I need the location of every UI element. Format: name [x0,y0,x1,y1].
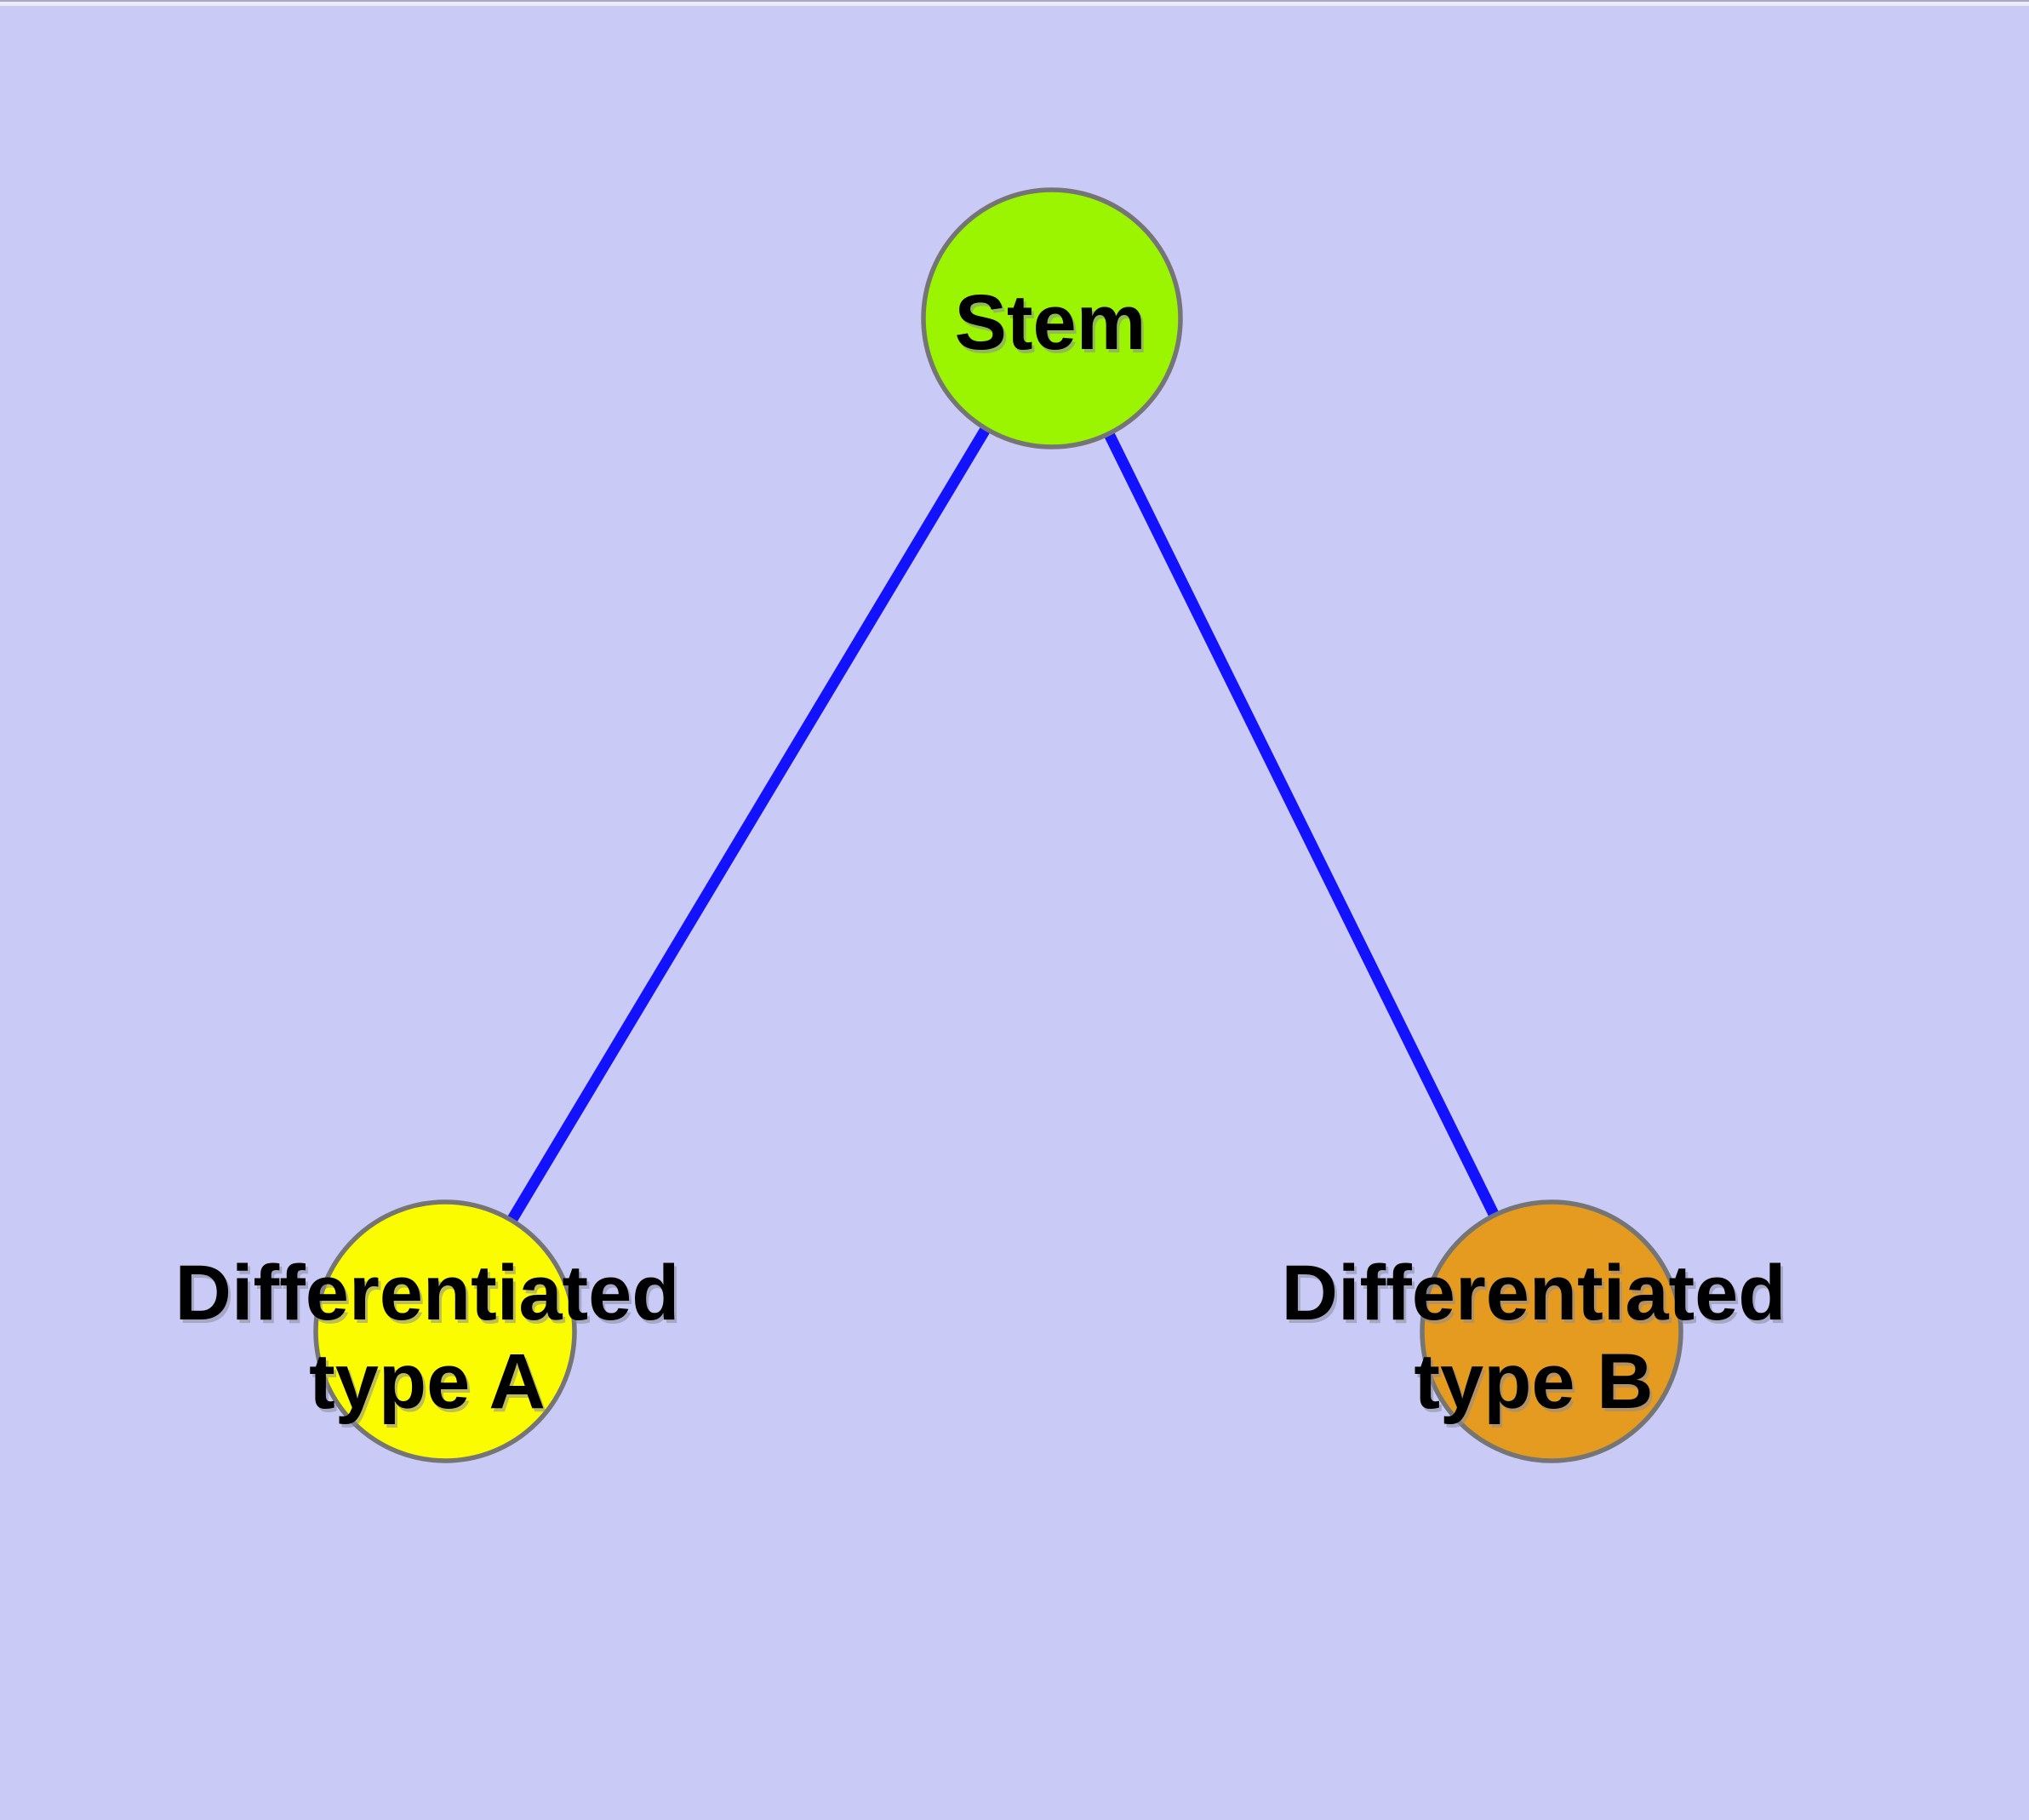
labels-layer: Stem Stem Differentiated Differentiated … [175,279,1789,1428]
node-type-b-label-line1: Differentiated [1282,1250,1786,1336]
nodes-layer [313,187,1683,1463]
node-stem-circle [921,187,1183,449]
node-type-a-label-shadow-line1: Differentiated [178,1253,683,1340]
node-type-b-label-shadow-line1: Differentiated [1284,1253,1789,1340]
top-edge-line [0,0,2029,2]
node-type-a-label-shadow-line2: type A [311,1342,548,1428]
node-type-b-circle [1420,1199,1683,1463]
edge-stem-to-type-a [440,315,1057,1335]
node-stem-label-shadow: Stem [957,283,1149,369]
edge-stem-to-type-b [1047,316,1557,1334]
node-type-b-label-line2: type B [1414,1338,1653,1425]
node-type-b-label-shadow-line2: type B [1416,1342,1655,1428]
node-stem-label: Stem [955,279,1146,366]
node-type-a-circle [313,1199,577,1463]
node-type-a-label-line2: type A [309,1338,546,1425]
edges-layer [440,315,1557,1335]
top-edge-highlight [0,2,2029,6]
node-type-a-label-line1: Differentiated [175,1250,680,1336]
